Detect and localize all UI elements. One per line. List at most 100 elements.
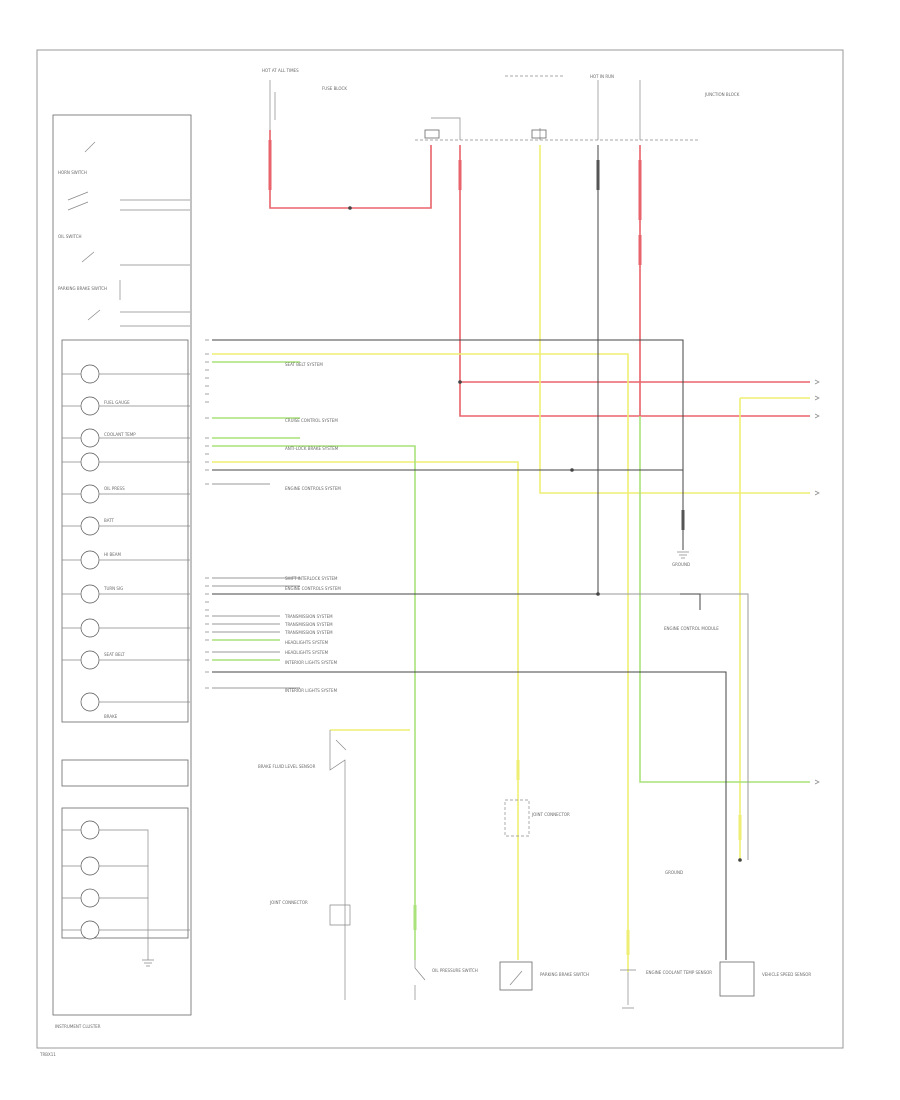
wire-green [639, 416, 810, 783]
bottom-components: BRAKE FLUID LEVEL SENSOR JOINT CONNECTOR… [258, 551, 811, 1009]
wire-yellow [739, 397, 810, 860]
gauge-label: FUEL GAUGE [104, 400, 130, 405]
wire-black-harness-marks [596, 160, 685, 530]
power-feed-section: HOT AT ALL TIMES FUSE BLOCK HOT IN RUN J… [262, 68, 740, 141]
component-label: JOINT CONNECTOR [269, 900, 308, 905]
system-label: TRANSMISSION SYSTEM [284, 630, 333, 635]
splice-point [738, 858, 742, 862]
system-label: TRANSMISSION SYSTEM [284, 622, 333, 627]
wire-green [212, 445, 416, 960]
parking-brake-switch-symbol [509, 970, 523, 986]
gauge-lamp [80, 396, 100, 416]
splice-point [596, 592, 600, 596]
cluster-label-horn-switch: HORN SWITCH [58, 170, 87, 175]
gauge-lamp [80, 584, 100, 604]
cluster-gauge-box [61, 339, 189, 723]
wire-yellow [212, 461, 519, 960]
component-label: ENGINE CONTROL MODULE [664, 626, 719, 631]
warning-lamp [80, 920, 100, 940]
wire-black [212, 339, 684, 550]
gauge-label: TURN SIG [103, 586, 123, 591]
splice-point [348, 206, 352, 210]
warning-lamp [80, 856, 100, 876]
system-label: TRANSMISSION SYSTEM [284, 614, 333, 619]
brake-fluid-sensor-wiring [329, 730, 346, 1000]
gauge-lamp [80, 364, 100, 384]
cluster-footer-label: INSTRUMENT CLUSTER [55, 1024, 101, 1029]
cluster-internal-wires [119, 199, 190, 327]
connector-label-hot-at-all-times: HOT AT ALL TIMES [262, 68, 299, 73]
cluster-switch-1 [67, 141, 101, 321]
connector-pin-marks [205, 339, 209, 689]
joint-connector [504, 799, 530, 837]
gauge-lamp [80, 550, 100, 570]
system-label: ANTI-LOCK BRAKE SYSTEM [285, 446, 339, 451]
fuse-block-bus [415, 75, 700, 141]
splice-point [570, 468, 574, 472]
gauge-lamp [80, 452, 100, 472]
system-label: SEAT BELT SYSTEM [285, 362, 323, 367]
wire-yellow [539, 145, 810, 494]
component-label: GROUND [665, 870, 683, 875]
system-label: INTERIOR LIGHTS SYSTEM [285, 660, 338, 665]
system-label: ENGINE CONTROLS SYSTEM [285, 586, 341, 591]
gauge-label: COOLANT TEMP [104, 432, 136, 437]
gauge-lamp [80, 692, 100, 712]
wire-yellow-harness-marks [516, 760, 742, 955]
wire-black [212, 671, 727, 960]
component-label: GROUND [672, 562, 690, 567]
corner-label: TRBX11 [39, 1052, 56, 1057]
terminator-arrow [814, 379, 820, 785]
wire-red [269, 130, 432, 209]
cluster-ground-symbol [142, 959, 154, 967]
fuse-body [424, 129, 440, 139]
system-label: SHIFT INTERLOCK SYSTEM [285, 576, 338, 581]
component-label: PARKING BRAKE SWITCH [540, 972, 589, 977]
gauge-lamp [80, 650, 100, 670]
wire-yellow [212, 353, 629, 972]
wire-green [212, 639, 280, 661]
instrument-cluster: HORN SWITCH OIL SWITCH PARKING BRAKE SWI… [52, 114, 192, 1029]
gauge-lamp [80, 516, 100, 536]
gauge-lamp [80, 428, 100, 448]
system-label: HEADLIGHTS SYSTEM [285, 640, 329, 645]
gauge-label: HI BEAM [104, 552, 121, 557]
cluster-label-parking-brake: PARKING BRAKE SWITCH [58, 286, 107, 291]
wire-red-harness-marks [268, 140, 642, 265]
fuse-body [531, 129, 547, 139]
component-label: OIL PRESSURE SWITCH [432, 968, 478, 973]
gauge-lamp [80, 484, 100, 504]
wire-red [459, 382, 810, 417]
gauge-label: BATT [104, 518, 115, 523]
system-label: INTERIOR LIGHTS SYSTEM [285, 688, 338, 693]
gauge-lamp-leads [62, 373, 190, 703]
gauge-label: BRAKE [104, 714, 118, 719]
diagram-frame [36, 49, 844, 1049]
gauge-lamp [80, 618, 100, 638]
component-label: JOINT CONNECTOR [531, 812, 570, 817]
component-label: VEHICLE SPEED SENSOR [762, 972, 811, 977]
fuse-block-leads [269, 80, 641, 140]
warning-lamp-leads [62, 829, 190, 960]
coolant-sensor-symbol [620, 969, 636, 1009]
right-terminators [814, 379, 820, 785]
vehicle-speed-sensor-box [719, 961, 755, 997]
wire-green [212, 361, 300, 439]
component-label: ENGINE COOLANT TEMP SENSOR [646, 970, 712, 975]
main-connector-pins [205, 339, 209, 689]
cluster-warning-box [61, 807, 189, 939]
oil-pressure-switch-symbol [414, 960, 426, 1000]
cluster-label-oil-switch: OIL SWITCH [58, 234, 82, 239]
ground-symbol [677, 551, 689, 559]
wire-black [680, 593, 701, 610]
warning-lamp [80, 888, 100, 908]
component-label: BRAKE FLUID LEVEL SENSOR [258, 764, 316, 769]
warning-lamp [80, 820, 100, 840]
parking-brake-switch-box [499, 961, 533, 991]
wire-harness [212, 130, 810, 972]
brake-fluid-sensor-switch [329, 739, 351, 926]
connector-label-hot-in-run: HOT IN RUN [590, 74, 614, 79]
cluster-outline [52, 114, 192, 1016]
cluster-indicator-box [61, 759, 189, 787]
